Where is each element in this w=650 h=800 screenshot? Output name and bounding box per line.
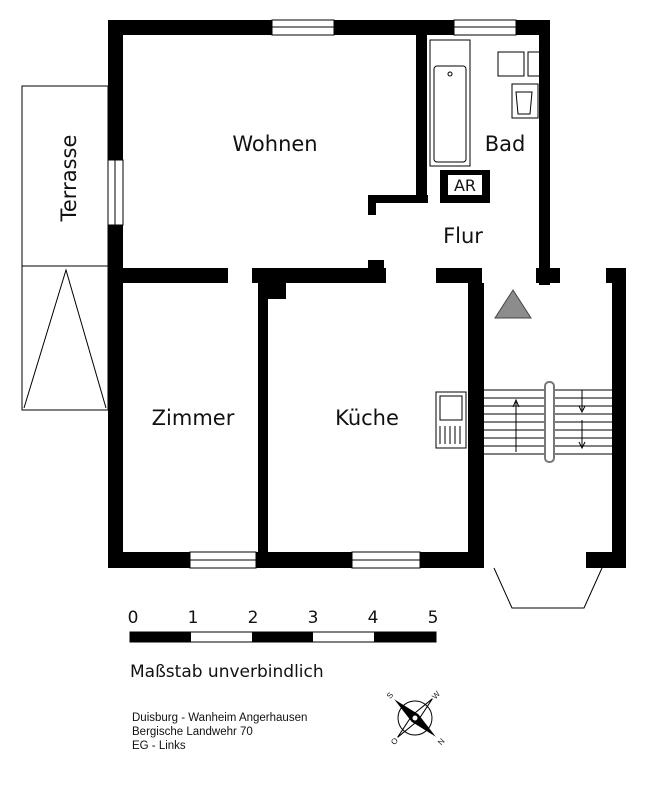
bathroom-label: Bad xyxy=(485,132,526,156)
scale-tick-4: 4 xyxy=(368,608,379,628)
scale-tick-0: 0 xyxy=(128,608,139,628)
scale-tick-1: 1 xyxy=(188,608,199,628)
scale-tick-2: 2 xyxy=(248,608,259,628)
walls xyxy=(108,20,626,568)
compass-north: N xyxy=(436,736,447,746)
bedroom-label: Zimmer xyxy=(152,406,235,430)
storage-label: AR xyxy=(454,176,476,195)
address-line-2: Bergische Landwehr 70 xyxy=(132,726,253,738)
terrace-label: Terrasse xyxy=(57,135,81,223)
address-line-3: EG - Links xyxy=(132,740,186,752)
scale-disclaimer: Maßstab unverbindlich xyxy=(130,662,324,682)
kitchen-label: Küche xyxy=(335,406,399,430)
compass-east: O xyxy=(389,736,400,747)
scale-bar: 0 1 2 3 4 5 xyxy=(128,608,439,643)
hallway-label: Flur xyxy=(443,224,483,248)
toilet-icon xyxy=(497,51,541,77)
windows xyxy=(107,19,517,569)
scale-tick-3: 3 xyxy=(308,608,319,628)
entrance-arrow-icon xyxy=(494,289,532,319)
scale-tick-5: 5 xyxy=(428,608,439,628)
living-room-label: Wohnen xyxy=(232,132,317,156)
bay-window xyxy=(493,567,603,609)
compass-icon: S W N O xyxy=(385,689,447,747)
bathtub-icon xyxy=(429,39,471,167)
address-line-1: Duisburg - Wanheim Angerhausen xyxy=(132,712,307,724)
terrace: Terrasse xyxy=(21,85,109,411)
compass-west: W xyxy=(430,689,442,701)
staircase-icon xyxy=(484,381,612,463)
stove-icon xyxy=(435,391,467,449)
sink-icon xyxy=(511,83,539,119)
compass-south: S xyxy=(385,691,395,701)
